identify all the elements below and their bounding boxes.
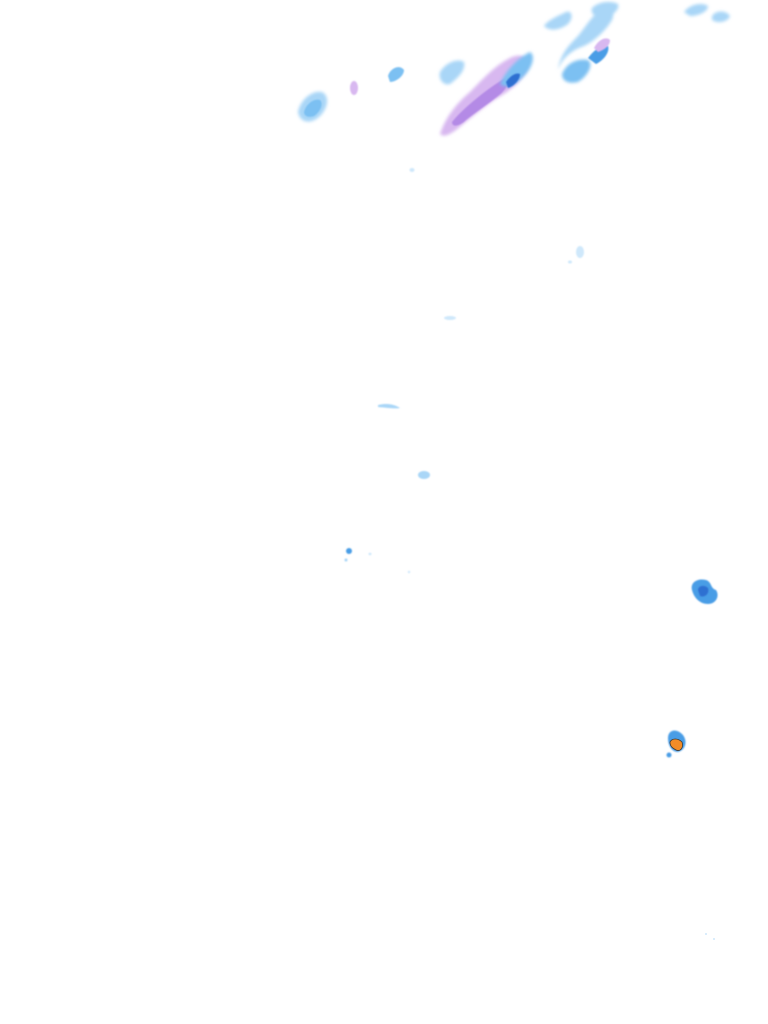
cell-north-small-1 bbox=[350, 81, 358, 95]
cell-north-west-core bbox=[304, 99, 322, 117]
cell-north-band-blue bbox=[500, 52, 533, 87]
cell-mid-speck-3-dot bbox=[418, 471, 430, 479]
cell-mid-speck-2 bbox=[444, 316, 456, 320]
cell-mid-speck-3 bbox=[378, 404, 430, 479]
cell-mid-speck-4-dot bbox=[344, 558, 348, 562]
cell-east-2-dot bbox=[666, 752, 672, 758]
cell-mid-speck-1-shape bbox=[576, 246, 584, 258]
cell-east-2 bbox=[666, 730, 686, 758]
cell-far-north-east bbox=[684, 4, 730, 23]
cell-north-east bbox=[544, 1, 619, 83]
cell-far-north-east-2 bbox=[712, 11, 730, 23]
cell-east-1 bbox=[691, 579, 718, 604]
cell-north-east-outer bbox=[558, 8, 614, 70]
cell-north-small-2-shape bbox=[388, 67, 404, 82]
cell-mid-speck-4-dot-3 bbox=[407, 570, 411, 574]
speck-south-east-2 bbox=[713, 938, 715, 940]
cell-mid-speck-3-shape bbox=[378, 404, 400, 409]
cell-mid-speck-1-dot-2 bbox=[409, 168, 415, 172]
cell-north-east-top bbox=[544, 11, 572, 30]
cell-north-band-heavy bbox=[506, 73, 520, 88]
cell-north-small-1-shape bbox=[350, 81, 358, 95]
cell-north-band-purple bbox=[452, 78, 509, 126]
cell-north-east-pink bbox=[594, 38, 610, 52]
cell-mid-speck-2-shape bbox=[444, 316, 456, 320]
cell-mid-speck-1 bbox=[409, 168, 584, 264]
cell-north-small-2 bbox=[388, 67, 404, 82]
cell-mid-speck-4 bbox=[344, 548, 411, 574]
cell-north-band-west-trail bbox=[439, 60, 465, 85]
cell-north-east-core bbox=[562, 59, 591, 83]
cell-north-east-top-right bbox=[591, 1, 619, 18]
cell-north-band bbox=[439, 52, 533, 136]
cell-north-west bbox=[298, 91, 328, 122]
speck-south-east-1 bbox=[705, 933, 707, 935]
cell-east-2-core bbox=[669, 738, 683, 751]
cell-mid-speck-4-shape bbox=[346, 548, 352, 554]
cell-far-north-east-1 bbox=[684, 4, 708, 16]
cell-mid-speck-4-dot-2 bbox=[368, 552, 372, 556]
cell-east-1-core bbox=[698, 585, 709, 597]
cell-mid-speck-1-dot bbox=[568, 260, 572, 264]
cell-north-east-heavy bbox=[588, 45, 609, 64]
